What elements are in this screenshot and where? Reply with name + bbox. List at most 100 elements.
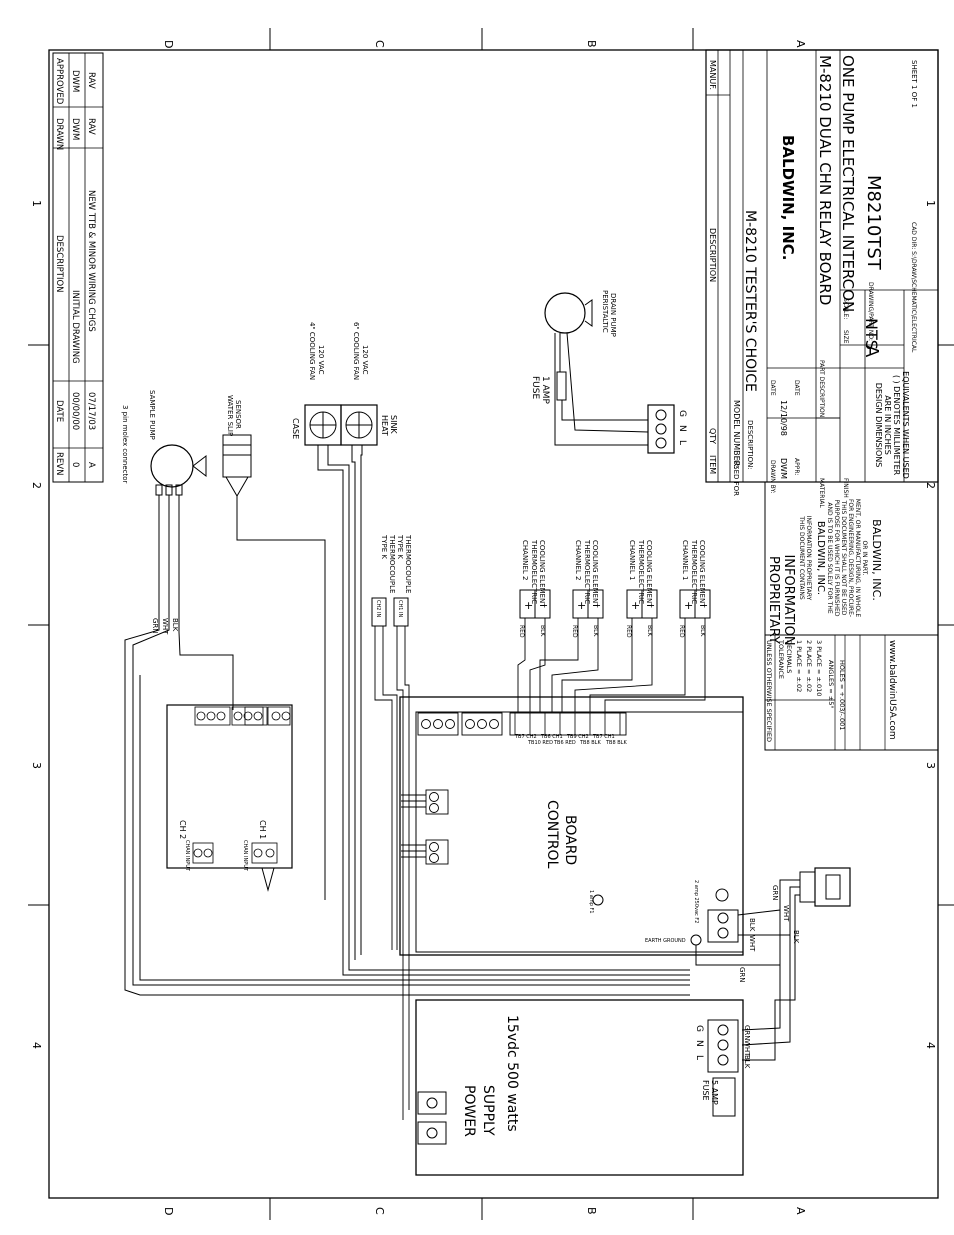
proprietary-line: OR IN PART. — [861, 541, 868, 576]
tb-qty: QTY — [708, 428, 717, 444]
tec-red: RED — [571, 625, 578, 638]
zone-letter-bottom: D — [162, 1207, 175, 1215]
tb-date-label-2: DATE — [793, 380, 800, 396]
power-supply-rating: 15vdc 500 watts — [504, 1015, 520, 1132]
rev-row0-date: 00/00/00 — [70, 392, 80, 430]
tc-label: THERMOCOUPLE — [404, 534, 412, 593]
tb-drawn-by-value: DWM — [779, 458, 788, 479]
zone-letter-top: D — [162, 40, 175, 48]
pump-wires — [124, 495, 690, 996]
rev-header-description: DESCRIPTION — [54, 235, 64, 293]
tb-model-number: MODEL NUMBER: — [732, 400, 741, 469]
tec-line1: THERMOELECTRIC — [583, 539, 591, 604]
ac-wire-blk-2: BLK — [748, 918, 756, 932]
water-slip-label: SENSOR — [234, 400, 242, 429]
fuse-1amp-label: FUSE — [530, 376, 540, 399]
tec-plus: + — [684, 599, 693, 612]
tb-size-value: A — [861, 345, 882, 358]
proprietary-line: THIS DOCUMENT SHALL NOT BE USED — [840, 500, 847, 616]
tec-red: RED — [518, 625, 525, 638]
rev-header-drawn: DRAWN — [54, 118, 64, 150]
tb-design-note: DESIGN DIMENSIONS — [874, 383, 883, 468]
tec-line1: THERMOELECTRIC — [530, 539, 538, 604]
zone-number-left: 1 — [30, 200, 43, 207]
rev-header-approved: APPROVED — [54, 58, 64, 105]
tec-blk: BLK — [699, 625, 706, 637]
tb-company: BALDWIN, INC. — [779, 135, 797, 261]
wire-label-blk: BLK — [171, 618, 179, 632]
tb-description-label: DESCRIPTION: — [746, 420, 754, 470]
tec-minus: − — [592, 599, 601, 612]
tb-manuf: MANUF. — [708, 60, 717, 90]
control-board: TB7 CH2 TB10 RED TB6 CH1 TB6 RED TB9 CH2… — [399, 696, 744, 956]
fuse-f1-label: 1 amp F1 — [588, 890, 594, 914]
tec-channel: CHANNEL 2 — [574, 540, 582, 580]
tol-holes: HOLES = +.003/-.001 — [838, 660, 846, 730]
tec-line1: THERMOELECTRIC — [637, 539, 645, 604]
tb-finish: FINISH — [842, 478, 849, 498]
tb-design-note: ARE IN INCHES — [883, 395, 892, 455]
ps-terminal-l: L — [694, 1055, 704, 1060]
fan6-voltage: 120 VAC — [361, 345, 369, 375]
heat-sink-label: HEAT — [380, 415, 389, 436]
tec-wires — [517, 618, 706, 712]
rev-row0-description: INITIAL DRAWING — [70, 290, 80, 364]
ch2-in-label: CH2 IN — [375, 600, 381, 617]
tb-design-note: ( ) DENOTES MILLIMETER — [892, 375, 901, 476]
tec-red: RED — [678, 625, 685, 638]
tb-part-no: M8210TST — [863, 175, 884, 271]
tec-blk: BLK — [646, 625, 653, 637]
fuse-1amp-label: 1 AMP — [540, 376, 550, 405]
drain-terminal: G N L — [647, 404, 687, 454]
tec-channel: CHANNEL 2 — [521, 540, 529, 580]
ac-wires — [695, 879, 800, 1061]
tb-date-label: DATE — [769, 380, 776, 396]
tec-element: + − CHANNEL 1 THERMOELECTRIC COOLING ELE… — [625, 539, 658, 638]
tb-drawn-by: DRAWN BY: — [769, 460, 776, 493]
tb-terminal-label: TB7 CH2 — [514, 734, 537, 740]
zone-letter-top: B — [585, 40, 598, 48]
tol-place3: 3 PLACE = ±.010 — [815, 640, 823, 696]
proprietary-line: PURPOSE FOR WHICH IT IS FURNISHED — [833, 500, 840, 617]
tb-cad-dir: CAD DIR: S:\DRAW\SCHEMATIC\ELECTRICAL — [910, 222, 917, 353]
ps-fuse-label: 5 AMP — [710, 1080, 719, 1105]
tb-item: ITEM — [708, 455, 717, 474]
tec-line2: COOLING ELEMENT — [645, 540, 653, 608]
sheet-border — [48, 49, 939, 1199]
title-block: MANUF. DESCRIPTION QTY ITEM MODEL NUMBER… — [705, 49, 939, 508]
peristaltic-label: DRAIN PUMP — [609, 293, 617, 337]
tb-terminal-label: TB8 BLK — [579, 740, 601, 746]
tec-elements: + − CHANNEL 2 THERMOELECTRIC COOLING ELE… — [518, 539, 711, 638]
wire-label-wht: WHT — [161, 618, 169, 635]
drain-terminal-label: N — [677, 425, 687, 432]
zone-letter-bottom: B — [585, 1207, 598, 1215]
ps-fuse-label: FUSE — [701, 1080, 710, 1101]
tc-label: TYPE K — [380, 534, 388, 559]
tec-plus: + — [577, 599, 586, 612]
tec-plus: + — [631, 599, 640, 612]
proprietary-company: BALDWIN, INC. — [870, 519, 883, 601]
peristaltic-drain-pump: PERISTALTIC DRAIN PUMP — [544, 290, 617, 337]
tb-scale-label: SCALE: — [842, 298, 849, 319]
water-slip-label: WATER SLIP — [226, 395, 234, 436]
zone-ticks — [28, 28, 954, 1220]
ps-terminal-n: N — [694, 1040, 704, 1047]
tec-channel: CHANNEL 1 — [628, 540, 636, 580]
zone-number-right: 4 — [924, 1042, 937, 1049]
zone-number-right: 2 — [924, 482, 937, 489]
control-board-label: CONTROL — [544, 800, 560, 869]
tc-label: THERMOCOUPLE — [388, 534, 396, 593]
peristaltic-label: PERISTALTIC — [601, 290, 609, 333]
fan6-label: 6" COOLING FAN — [352, 322, 360, 380]
tb-terminal-label: TB6 RED — [553, 740, 576, 746]
proprietary-block: PROPRIETARY INFORMATION THIS DOCUMENT CO… — [764, 481, 939, 646]
sample-pump: SAMPLE PUMP 3 pin molex connector — [121, 390, 207, 496]
zone-number-right: 1 — [924, 200, 937, 207]
ac-wire-wht: WHT — [782, 905, 790, 922]
fuse-f2-label: 2 amp 250vac F2 — [693, 880, 699, 923]
tb-part-desc-label: PART DESCRIPTION — [818, 360, 825, 417]
proprietary-line: AND IS TO BE USED SOLELY FOR THE — [826, 502, 833, 613]
tec-minus: − — [646, 599, 655, 612]
fan-6in: HEAT SINK 6" COOLING FAN 120 VAC — [340, 322, 398, 446]
